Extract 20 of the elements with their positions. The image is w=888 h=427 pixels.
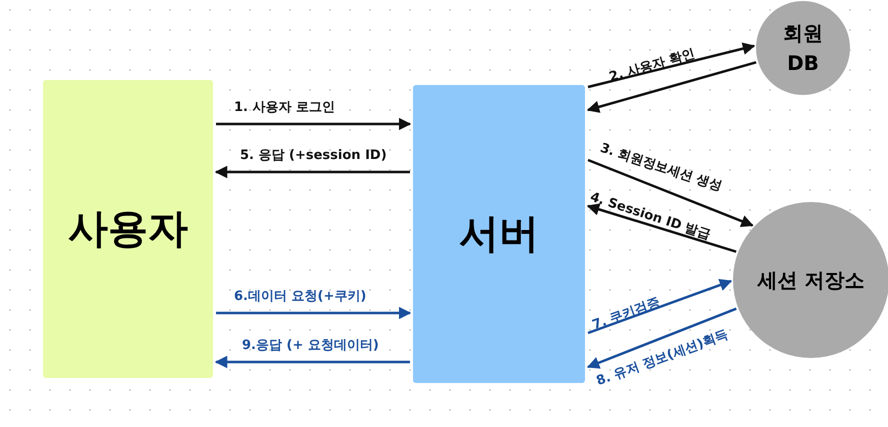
edge-label: 6.데이터 요청(+쿠키) (234, 289, 366, 305)
arrow (588, 42, 756, 88)
edge-label: 9.응답 (+ 요청데이터) (242, 338, 379, 354)
edge-label: 5. 응답 (+session ID) (240, 148, 387, 164)
arrow (586, 307, 737, 369)
node-label: 세션 저장소 (756, 267, 866, 294)
user-box (43, 80, 213, 378)
edge-label: 1. 사용자 로그인 (234, 100, 336, 116)
arrow (586, 61, 756, 113)
arrow (216, 118, 412, 130)
arrow (588, 158, 754, 228)
arrow (586, 203, 737, 253)
node-label: 사용자 (67, 205, 189, 254)
node-label: 서버 (458, 210, 540, 259)
arrow (214, 356, 410, 368)
arrow (588, 279, 732, 334)
arrow (216, 306, 412, 320)
server-box (413, 85, 585, 383)
node-label: 회원 DB (782, 20, 824, 77)
arrow (214, 166, 410, 178)
